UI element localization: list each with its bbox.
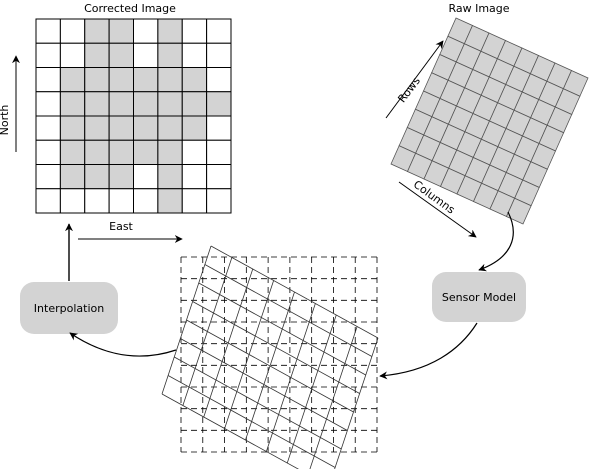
corrected-cell xyxy=(181,18,208,44)
corrected-cell xyxy=(206,91,232,117)
corrected-image-title: Corrected Image xyxy=(84,2,176,15)
corrected-cell xyxy=(84,67,110,93)
corrected-cell xyxy=(35,18,61,44)
corrected-cell xyxy=(108,115,134,141)
input-grid-line xyxy=(186,319,354,413)
corrected-cell xyxy=(157,115,183,141)
east-axis-label: East xyxy=(109,220,133,233)
corrected-cell xyxy=(181,188,208,214)
corrected-cell xyxy=(133,139,159,165)
corrected-cell xyxy=(35,91,61,117)
sensor-to-overlay-arrow xyxy=(379,322,478,380)
corrected-cell xyxy=(84,18,110,44)
corrected-cell xyxy=(133,115,159,141)
sensor-model-box: Sensor Model xyxy=(432,272,526,322)
corrected-cell xyxy=(84,115,110,141)
interpolation-box-shape xyxy=(20,282,118,334)
corrected-cell xyxy=(206,139,232,165)
resampling-overlay-grid xyxy=(161,245,379,469)
input-grid-line xyxy=(198,282,366,376)
input-grid-line xyxy=(204,264,373,357)
corrected-cell xyxy=(35,164,61,190)
north-axis-label: North xyxy=(0,105,11,136)
corrected-cell xyxy=(133,91,159,117)
input-grid-line xyxy=(161,393,299,469)
corrected-cell xyxy=(181,139,208,165)
corrected-cell xyxy=(59,67,86,93)
corrected-cell xyxy=(35,139,61,165)
corrected-cell xyxy=(59,42,86,68)
input-grid-line xyxy=(309,326,358,469)
corrected-cell xyxy=(133,18,159,44)
corrected-cell xyxy=(84,139,110,165)
input-grid-line xyxy=(167,375,336,468)
corrected-cell xyxy=(108,139,134,165)
corrected-cell xyxy=(206,164,232,190)
corrected-cell xyxy=(133,164,159,190)
corrected-cell xyxy=(157,18,183,44)
corrected-cell xyxy=(157,139,183,165)
corrected-cell xyxy=(108,188,134,214)
corrected-cell xyxy=(133,188,159,214)
corrected-cell xyxy=(133,67,159,93)
corrected-cell xyxy=(59,115,86,141)
corrected-cell xyxy=(59,188,86,214)
columns-axis-arrow xyxy=(398,181,477,238)
corrected-cell xyxy=(206,18,232,44)
corrected-cell xyxy=(181,91,208,117)
input-grid-line xyxy=(192,301,360,394)
raw-image-grid xyxy=(390,17,589,225)
corrected-cell xyxy=(59,91,86,117)
raw-image-title: Raw Image xyxy=(448,2,509,15)
corrected-cell xyxy=(157,164,183,190)
corrected-cell xyxy=(59,164,86,190)
corrected-cell xyxy=(108,91,134,117)
input-grid-line xyxy=(180,338,348,431)
corrected-cell xyxy=(59,139,86,165)
corrected-cell xyxy=(206,188,232,214)
overlay-to-interpolation-arrow xyxy=(69,332,177,357)
corrected-cell xyxy=(157,67,183,93)
corrected-image-grid xyxy=(35,18,232,214)
corrected-cell xyxy=(59,18,86,44)
corrected-cell xyxy=(133,42,159,68)
input-grid-line xyxy=(210,245,379,339)
corrected-cell xyxy=(108,164,134,190)
corrected-cell xyxy=(181,164,208,190)
corrected-cell xyxy=(206,42,232,68)
corrected-cell xyxy=(157,42,183,68)
corrected-cell xyxy=(206,67,232,93)
sensor-model-label: Sensor Model xyxy=(442,291,516,304)
corrected-cell xyxy=(84,91,110,117)
corrected-cell xyxy=(84,188,110,214)
rows-axis-arrow xyxy=(385,40,444,119)
corrected-cell xyxy=(84,164,110,190)
corrected-cell xyxy=(35,115,61,141)
raw-cell xyxy=(505,197,532,225)
corrected-cell xyxy=(181,67,208,93)
interpolation-box: Interpolation xyxy=(20,282,118,334)
corrected-cell xyxy=(35,188,61,214)
corrected-cell xyxy=(108,67,134,93)
corrected-cell xyxy=(181,42,208,68)
corrected-cell xyxy=(157,188,183,214)
corrected-cell xyxy=(35,67,61,93)
sensor-model-box-shape xyxy=(432,272,526,322)
corrected-cell xyxy=(84,42,110,68)
corrected-cell xyxy=(157,91,183,117)
input-grid-line xyxy=(174,356,342,450)
corrected-cell xyxy=(108,42,134,68)
corrected-cell xyxy=(108,18,134,44)
raw-to-sensor-arrow xyxy=(478,211,514,272)
corrected-cell xyxy=(35,42,61,68)
input-grid-line xyxy=(334,337,379,469)
corrected-cell xyxy=(181,115,208,141)
interpolation-label: Interpolation xyxy=(34,302,104,315)
corrected-cell xyxy=(206,115,232,141)
